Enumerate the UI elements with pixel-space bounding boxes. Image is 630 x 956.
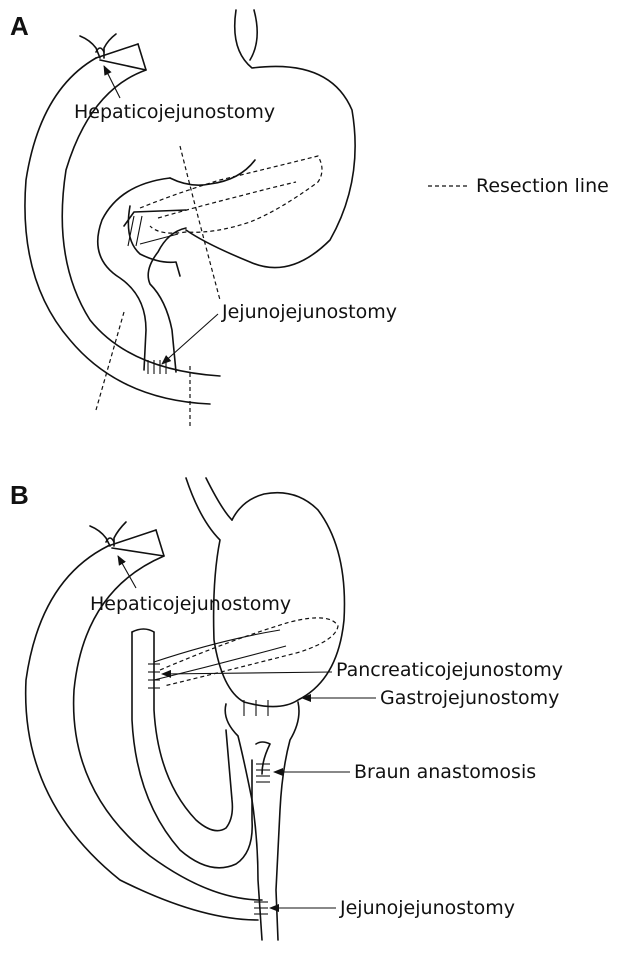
- panel-b-roux-limb: [24, 529, 263, 921]
- panel-b-pj-ticks: [148, 663, 160, 689]
- panel-b-letter: B: [10, 480, 29, 510]
- panel-b-pancreas: [153, 617, 339, 687]
- panel-a-hepaticojejunostomy-callout: Hepaticojejunostomy: [74, 65, 275, 123]
- panel-b-gastrojejunostomy-callout: Gastrojejunostomy: [301, 687, 559, 709]
- panel-b-pancreaticojejunostomy-label: Pancreaticojejunostomy: [336, 659, 563, 681]
- panel-a-resection-lines: [95, 145, 221, 426]
- panel-b-pancreatic-limb: [131, 628, 253, 869]
- panel-a-roux-limb: [24, 43, 221, 405]
- panel-b-hepaticojejunostomy-label: Hepaticojejunostomy: [90, 593, 291, 615]
- legend-resection-line-label: Resection line: [476, 175, 609, 197]
- panel-a-stomach: [169, 9, 356, 269]
- panel-b-braun-callout: Braun anastomosis: [273, 761, 536, 783]
- panel-b-bile-duct: [89, 521, 127, 547]
- panel-a-jejunojejunostomy-callout: Jejunojejunostomy: [161, 301, 397, 365]
- panel-b-pancreaticojejunostomy-callout: Pancreaticojejunostomy: [161, 659, 563, 681]
- panel-b-jj-ticks: [254, 901, 268, 915]
- panel-b-gastrojejunostomy-label: Gastrojejunostomy: [380, 687, 559, 709]
- panel-a: A: [10, 9, 609, 426]
- panel-b-jejunojejunostomy-callout: Jejunojejunostomy: [269, 897, 515, 919]
- panel-a-duodenum: [96, 177, 187, 373]
- panel-a-legend: Resection line: [428, 175, 609, 197]
- panel-b-jejunojejunostomy-label: Jejunojejunostomy: [339, 897, 515, 919]
- panel-b-hepaticojejunostomy-callout: Hepaticojejunostomy: [90, 555, 291, 615]
- panel-b-braun-label: Braun anastomosis: [354, 761, 536, 783]
- panel-a-hepaticojejunostomy-label: Hepaticojejunostomy: [74, 101, 275, 123]
- panel-a-jejunojejunostomy-label: Jejunojejunostomy: [221, 301, 397, 323]
- panel-a-pancreas: [139, 155, 323, 234]
- panel-b-braun-ticks: [256, 763, 270, 783]
- panel-a-letter: A: [10, 11, 29, 41]
- panel-b: B: [10, 477, 563, 941]
- panel-a-bile-duct: [79, 33, 117, 59]
- panel-b-efferent-limb: [224, 700, 300, 941]
- panel-b-stomach: [185, 477, 346, 708]
